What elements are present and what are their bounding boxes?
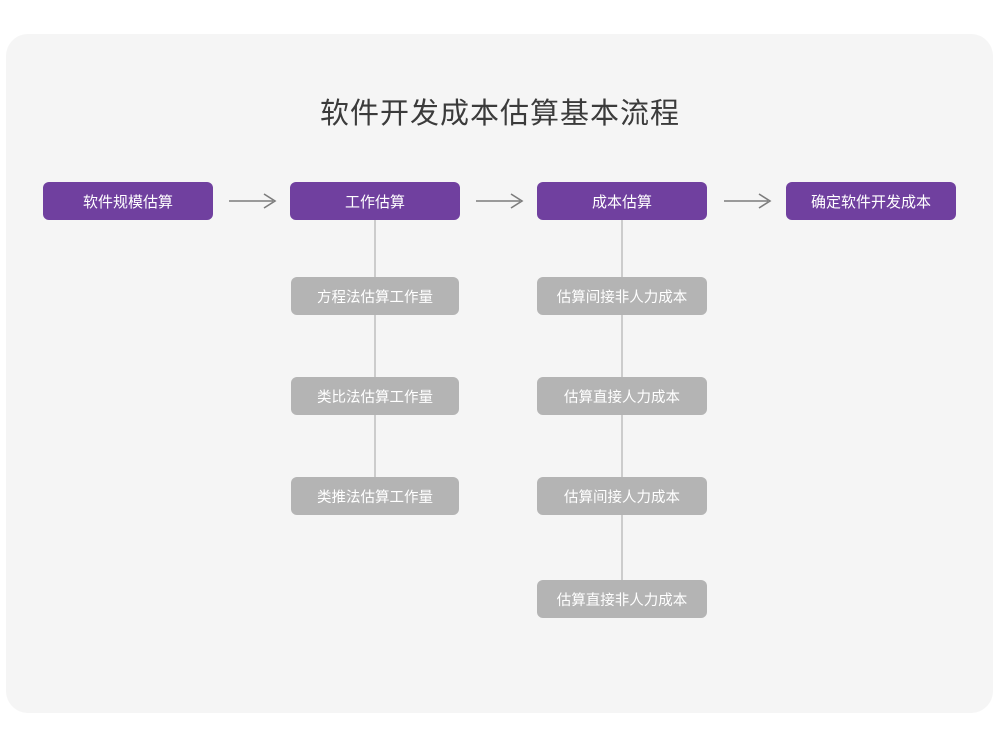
sub-step-direct-labor-cost[interactable]: 估算直接人力成本 [537,377,707,415]
sub-step-analogy-method[interactable]: 类比法估算工作量 [291,377,459,415]
connector-line-work-estimation [374,220,376,510]
sub-step-indirect-nonlabor-cost[interactable]: 估算间接非人力成本 [537,277,707,315]
step-cost-estimation[interactable]: 成本估算 [537,182,707,220]
arrow-right-icon-2 [474,190,530,212]
page-title: 软件开发成本估算基本流程 [319,98,680,130]
content-card [6,34,993,713]
step-determine-development-cost[interactable]: 确定软件开发成本 [786,182,956,220]
sub-step-inference-method[interactable]: 类推法估算工作量 [291,477,459,515]
arrow-right-icon-1 [227,190,283,212]
connector-line-cost-estimation [621,220,623,613]
sub-step-direct-nonlabor-cost[interactable]: 估算直接非人力成本 [537,580,707,618]
sub-step-equation-method[interactable]: 方程法估算工作量 [291,277,459,315]
arrow-right-icon-3 [722,190,778,212]
step-software-scale-estimation[interactable]: 软件规模估算 [43,182,213,220]
step-work-estimation[interactable]: 工作估算 [290,182,460,220]
sub-step-indirect-labor-cost[interactable]: 估算间接人力成本 [537,477,707,515]
